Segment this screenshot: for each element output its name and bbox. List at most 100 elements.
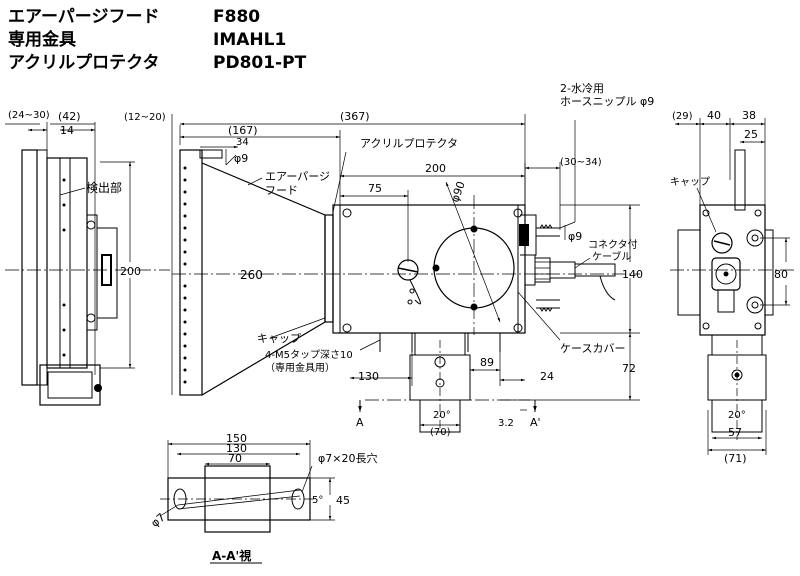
dim-label: (70) <box>430 427 451 438</box>
hose-nipple-lower <box>536 299 560 309</box>
dim-label: 24 <box>540 370 554 383</box>
spec-label: エアーパージフード <box>8 7 160 27</box>
dim-label: (367) <box>340 110 370 123</box>
acrylic-protector <box>324 214 334 323</box>
dim-label: 150 <box>226 432 247 445</box>
dim-label: 45 <box>336 494 350 507</box>
dim-label: 140 <box>622 268 643 281</box>
hose-nipple-top <box>199 149 223 159</box>
side-plate <box>86 214 98 331</box>
leader-line <box>696 187 717 233</box>
cap-slot <box>713 240 731 246</box>
callout-cooling: 2-水冷用 <box>560 82 604 95</box>
hood-side <box>21 149 38 386</box>
cap-icon <box>397 259 419 281</box>
housing-front-inner <box>339 204 519 334</box>
dim-label: φ9 <box>568 230 582 243</box>
dim-label: (167) <box>228 124 258 137</box>
screw-icon <box>513 323 523 333</box>
spec-label: 専用金具 <box>8 30 76 50</box>
dim-label: 25 <box>744 128 758 141</box>
section-label-a-prime: A' <box>530 416 541 429</box>
window-screw-icon <box>432 264 440 272</box>
chain-link-icon <box>407 299 413 305</box>
nipple-ridges <box>539 307 553 312</box>
leader-line <box>574 257 591 269</box>
hood-flange-right <box>677 229 701 316</box>
section-view <box>159 440 335 564</box>
spec-value: IMAHL1 <box>213 30 287 50</box>
dim-label: 130 <box>226 442 247 455</box>
dim-label: 75 <box>368 182 382 195</box>
callout-cap: キャップ <box>670 176 710 188</box>
callout-tap: （専用金具用） <box>265 361 335 374</box>
dim-label: (42) <box>58 110 81 123</box>
screw-icon <box>513 208 523 218</box>
callout-air-purge-hood: フード <box>265 184 298 197</box>
mount-bracket-inner <box>47 371 93 399</box>
right-view <box>670 118 795 455</box>
connector-plug <box>549 261 576 279</box>
dim-label: 57 <box>728 426 742 439</box>
callout-tap: 4-M5タップ深さ10 <box>265 349 353 361</box>
dim-label: φ9 <box>234 152 248 165</box>
cap-chain <box>409 279 421 305</box>
spec-label: アクリルプロテクタ <box>8 53 160 73</box>
cooling-pipe <box>734 149 746 211</box>
screw-icon <box>754 322 762 330</box>
connector-base <box>524 254 536 286</box>
leader-line <box>517 291 561 341</box>
callout-slot: φ7×20長穴 <box>318 451 377 465</box>
screw-icon <box>342 323 352 333</box>
slot-angle <box>177 489 301 510</box>
dim-label: 72 <box>622 362 636 375</box>
hose-end-inner <box>751 301 759 309</box>
cap-slot <box>397 267 419 273</box>
leader-line <box>559 221 576 229</box>
dim-label: 80 <box>774 268 788 281</box>
dim-line-phi90 <box>445 181 501 323</box>
leader-line <box>301 465 313 493</box>
leader-line <box>159 504 179 517</box>
spec-header: エアーパージフード F880 専用金具 IMAHL1 アクリルプロテクタ PD8… <box>8 6 306 75</box>
cable-tail <box>599 275 616 301</box>
dim-label: 260 <box>240 268 263 282</box>
callout-cap: キャップ <box>257 332 301 345</box>
dim-label: (71) <box>724 452 747 465</box>
hood-flange <box>179 149 203 396</box>
leader-line <box>247 177 263 186</box>
screw-icon <box>754 209 762 217</box>
bolt-icon <box>94 384 102 392</box>
leader-line <box>332 151 347 213</box>
screw-icon <box>86 313 96 323</box>
housing-front <box>332 204 526 334</box>
side-view <box>5 122 170 406</box>
screw-icon <box>342 208 352 218</box>
hood-flange-dots <box>183 166 187 384</box>
connector-pin <box>723 271 729 277</box>
cable <box>575 263 616 277</box>
dim-label: 200 <box>425 162 446 175</box>
section-label-a: A <box>356 416 364 429</box>
screw-icon <box>86 220 96 230</box>
front-view <box>171 114 640 433</box>
dim-label: 20° <box>728 410 746 421</box>
dim-label: 20° <box>433 410 451 421</box>
nipple-ridges <box>539 224 553 229</box>
callout-connector: ケーブル <box>592 250 631 263</box>
callout-acrylic-protector: アクリルプロテクタ <box>360 137 458 150</box>
hose-nipple <box>536 227 560 237</box>
dim-label: 38 <box>742 109 756 122</box>
dim-label: 14 <box>60 124 74 137</box>
leader-line <box>269 317 326 339</box>
cap-icon <box>711 232 733 254</box>
section-title: A-A'視 <box>212 548 251 563</box>
spec-value: PD801-PT <box>213 53 307 73</box>
dim-label: 5° <box>312 495 323 506</box>
dim-label: 34 <box>236 137 249 148</box>
screw-icon <box>702 209 710 217</box>
connector-thread <box>535 261 550 280</box>
hose-clamp <box>519 224 529 246</box>
leader-line <box>359 339 381 351</box>
